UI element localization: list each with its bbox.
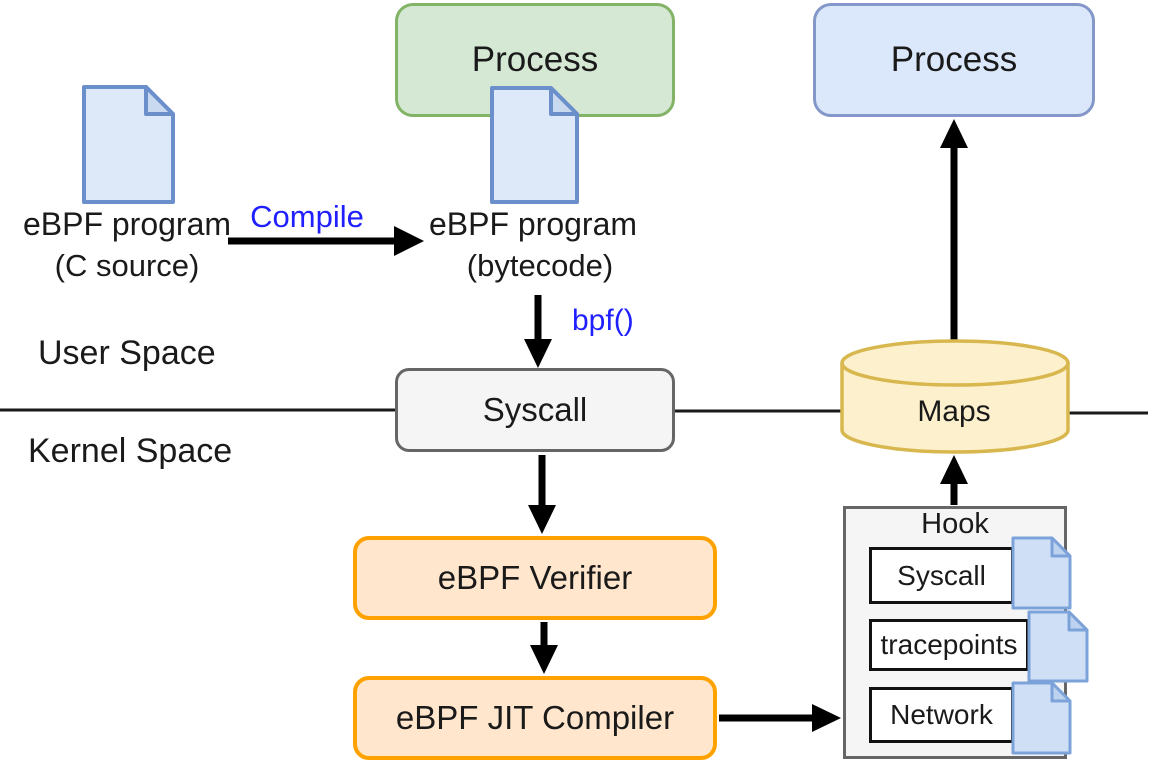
ebpf-jit-compiler-label: eBPF JIT Compiler (395, 699, 675, 736)
ebpf-verifier-label: eBPF Verifier (437, 559, 633, 596)
source-doc-caption-line2: (C source) (54, 248, 200, 283)
maps-cylinder-label: Maps (917, 395, 991, 428)
ebpf-jit-compiler-box: eBPF JIT Compiler (353, 676, 717, 760)
source-doc-caption-line1: eBPF program (22, 206, 232, 242)
process-box-user-space-label: Process (471, 40, 599, 79)
bpf-call-edge-label: bpf() (572, 304, 634, 337)
process-box-kernel-consumer-label: Process (890, 40, 1018, 79)
hook-item-tracepoints: tracepoints (869, 619, 1029, 671)
hook-item-network-label: Network (890, 699, 993, 730)
jit-to-hook-arrow (719, 704, 841, 732)
bpf-syscall-arrow (524, 295, 552, 368)
source-document-icon (82, 85, 175, 204)
hook-panel-title: Hook (921, 508, 989, 540)
process-box-kernel-consumer: Process (813, 3, 1095, 117)
hook-to-maps-arrow (940, 455, 968, 505)
maps-cylinder (840, 339, 1070, 454)
ebpf-verifier-box: eBPF Verifier (353, 536, 717, 620)
hook-network-document-icon (1011, 681, 1072, 755)
syscall-to-verifier-arrow (528, 455, 556, 534)
verifier-to-jit-arrow (530, 622, 558, 674)
syscall-box: Syscall (395, 368, 675, 452)
hook-item-syscall-label: Syscall (897, 559, 986, 591)
hook-syscall-document-icon (1011, 536, 1072, 610)
bytecode-doc-caption-line1: eBPF program (428, 206, 638, 242)
hook-item-tracepoints-label: tracepoints (880, 629, 1018, 660)
hook-item-network: Network (869, 687, 1014, 743)
bytecode-document-icon (490, 86, 579, 204)
compile-edge-label: Compile (250, 199, 364, 234)
maps-to-process-arrow (940, 119, 968, 344)
bytecode-doc-caption-line2: (bytecode) (466, 248, 614, 283)
compile-arrow (228, 226, 424, 256)
syscall-box-label: Syscall (482, 391, 588, 428)
hook-tracepoints-document-icon (1027, 610, 1089, 683)
kernel-space-region-label: Kernel Space (28, 432, 233, 470)
user-space-region-label: User Space (38, 334, 216, 372)
